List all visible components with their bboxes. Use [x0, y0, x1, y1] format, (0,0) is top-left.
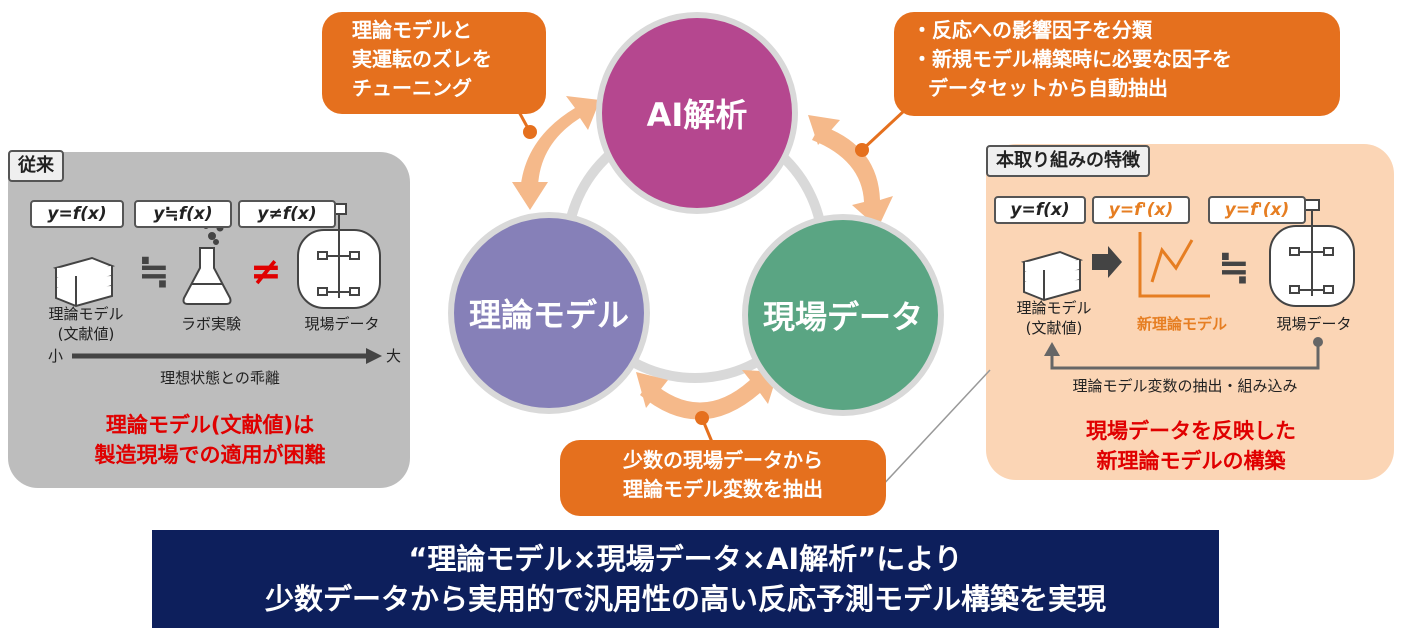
feature-tag: 本取り組みの特徴 — [986, 145, 1150, 177]
theory-model-circle: 理論モデル — [448, 212, 650, 414]
callout-tuning-line: 実運転のズレを — [352, 47, 492, 71]
arrowhead-top-left — [512, 182, 548, 210]
callout-factor-line: データセットから自動抽出 — [928, 76, 1168, 100]
conclusion-line: 製造現場での適用が困難 — [94, 443, 326, 467]
speech-bubble-model: y=f(x) — [30, 200, 124, 228]
field-data-label: 現場データ — [762, 298, 923, 336]
label-lab-experiment: ラボ実験 — [180, 315, 241, 333]
reactor-icon-left — [297, 203, 381, 309]
transform-arrow-icon — [1092, 246, 1122, 278]
speech-bubble-field: y≠f(x) — [238, 200, 336, 228]
speech-bubble-model-right: y=f(x) — [994, 196, 1086, 224]
pointer-dot-top-right — [855, 143, 869, 157]
ai-analysis-label: AI解析 — [646, 96, 748, 134]
arrowhead-bottom — [636, 372, 668, 408]
not-equal-symbol: ≠ — [250, 249, 282, 293]
speech-bubble-field-right: y=f'(x) — [1208, 196, 1306, 224]
new-model-chart-icon — [1138, 232, 1210, 298]
summary-banner: “理論モデル×現場データ×AI解析”により 少数データから実用的で汎用性の高い反… — [152, 530, 1219, 628]
conclusion-line: 新理論モデルの構築 — [1096, 449, 1286, 473]
label-line: 理論モデル — [48, 305, 124, 323]
callout-tuning-line: 理論モデルと — [352, 18, 472, 42]
books-icon-right — [1020, 250, 1084, 302]
loop-arrow — [1050, 342, 1320, 370]
arrowhead-top-right — [808, 115, 840, 145]
loop-arrow-head — [1044, 342, 1060, 356]
deviation-axis-head — [366, 348, 382, 364]
callout-factor-classification: ・反応への影響因子を分類 ・新規モデル構築時に必要な因子を データセットから自動… — [894, 12, 1340, 116]
label-new-model: 新理論モデル — [1136, 315, 1227, 333]
flask-icon — [182, 223, 232, 305]
label-theory-model: 理論モデル (文献値) — [36, 304, 136, 344]
callout-variable-extraction: 少数の現場データから 理論モデル変数を抽出 — [560, 440, 886, 516]
label-theory-model-right: 理論モデル (文献値) — [1002, 298, 1106, 338]
speech-bubble-lab: y≒f(x) — [134, 200, 232, 228]
callout-extraction-line: 理論モデル変数を抽出 — [623, 477, 823, 501]
loop-caption: 理論モデル変数の抽出・組み込み — [1072, 377, 1298, 395]
theory-model-label: 理論モデル — [468, 296, 629, 334]
field-data-circle: 現場データ — [742, 214, 944, 416]
arrow-top-right — [812, 125, 893, 228]
arrow-bottom — [640, 370, 778, 420]
conventional-conclusion: 理論モデル(文献値)は 製造現場での適用が困難 — [20, 410, 400, 470]
approx-equal-symbol-right: ≒ — [1218, 245, 1250, 289]
callout-factor-line: ・新規モデル構築時に必要な因子を — [912, 47, 1232, 71]
conclusion-line: 理論モデル(文献値)は — [105, 413, 315, 437]
callout-tuning: 理論モデルと 実運転のズレを チューニング — [322, 12, 546, 114]
callout-factor-line: ・反応への影響因子を分類 — [912, 18, 1152, 42]
reactor-icon-right — [1269, 199, 1355, 307]
conventional-tag: 従来 — [8, 150, 64, 182]
banner-line-1: “理論モデル×現場データ×AI解析”により — [408, 542, 963, 576]
pointer-dot-bottom — [695, 411, 709, 425]
callout-tuning-line: チューニング — [352, 76, 472, 100]
banner-line-2: 少数データから実用的で汎用性の高い反応予測モデル構築を実現 — [264, 582, 1106, 616]
callout-extraction-line: 少数の現場データから — [623, 448, 823, 472]
label-line: (文献値) — [1025, 319, 1083, 337]
pointer-dot-top-left — [523, 125, 537, 139]
axis-small-label: 小 — [48, 347, 64, 365]
label-field-data: 現場データ — [304, 315, 380, 333]
axis-large-label: 大 — [386, 347, 402, 365]
callout-connector-line — [879, 369, 991, 489]
speech-bubble-new-model: y=f'(x) — [1092, 196, 1190, 224]
axis-caption: 理想状態との乖離 — [160, 369, 280, 387]
ai-analysis-circle: AI解析 — [596, 12, 798, 214]
approx-equal-symbol: ≒ — [138, 249, 170, 293]
label-line: (文献値) — [57, 325, 115, 343]
books-icon — [52, 256, 116, 308]
label-field-data-right: 現場データ — [1276, 315, 1352, 333]
conclusion-line: 現場データを反映した — [1086, 419, 1296, 443]
arrow-top-left — [520, 96, 600, 195]
label-line: 理論モデル — [1016, 299, 1092, 317]
feature-conclusion: 現場データを反映した 新理論モデルの構築 — [996, 416, 1386, 476]
